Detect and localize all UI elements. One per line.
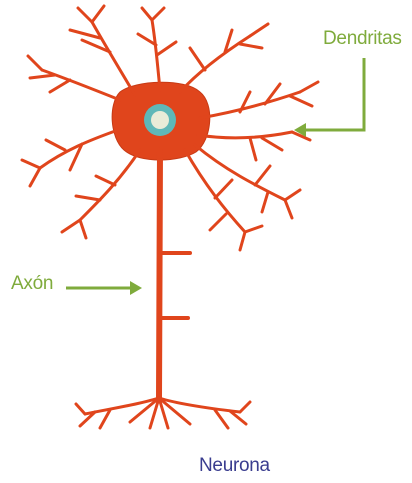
- nucleus: [151, 111, 169, 129]
- dendrites-label: Dendritas: [323, 28, 402, 50]
- neuron-label: Neurona: [199, 455, 270, 477]
- dendrites-pointer: [294, 58, 364, 137]
- axon-terminals: [76, 398, 250, 428]
- axon-label: Axón: [11, 273, 53, 295]
- axon-shaft: [159, 150, 160, 398]
- neuron-body: [22, 6, 318, 428]
- axon-pointer: [66, 281, 142, 295]
